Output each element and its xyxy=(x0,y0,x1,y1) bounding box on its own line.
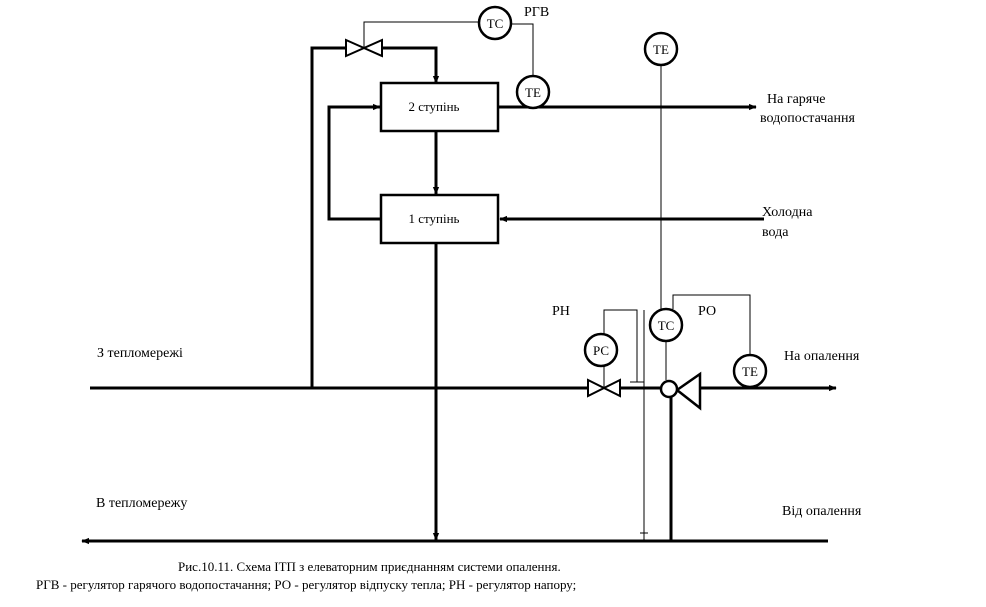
stage-loop-line xyxy=(327,103,381,221)
stage2-label: 2 ступінь xyxy=(409,99,460,114)
stage1-label: 1 ступінь xyxy=(409,211,460,226)
rs-circle xyxy=(583,332,619,368)
from-network-label: З тепломережі xyxy=(97,346,183,361)
te-rgv-label: ТЕ xyxy=(525,85,541,100)
rn-valve xyxy=(587,378,621,398)
cold-water-label-2: вода xyxy=(762,225,789,240)
te-ro-label: ТЕ xyxy=(742,364,758,379)
tc-rgv-circle xyxy=(477,5,513,41)
to-heating-label: На опалення xyxy=(784,349,860,364)
cold-water-label-1: Холодна xyxy=(762,205,813,220)
rgv-control-lines xyxy=(363,21,534,76)
ro-label: РО xyxy=(698,304,716,319)
caption-line-1: Рис.10.11. Схема ІТП з елеваторним приєд… xyxy=(178,559,561,574)
caption-line-2: РГВ - регулятор гарячого водопостачання;… xyxy=(36,577,576,592)
hot-water-label-1: На гаряче xyxy=(767,92,825,107)
te-top-circle xyxy=(643,31,679,67)
tc-ro-circle xyxy=(648,307,684,343)
tc-rgv-label: ТС xyxy=(487,16,504,31)
ro-control-lines xyxy=(665,294,751,380)
te-rgv-circle xyxy=(515,74,551,110)
te-ro-circle xyxy=(732,353,768,389)
hot-water-branch xyxy=(310,46,440,388)
from-heating-label: Від опалення xyxy=(782,504,862,519)
tc-ro-label: ТС xyxy=(658,318,675,333)
rgv-label: РГВ xyxy=(524,5,549,20)
rs-label: РС xyxy=(593,343,609,358)
rn-label: РН xyxy=(552,304,570,319)
hot-water-label-2: водопостачання xyxy=(760,111,855,126)
te-top-label: ТЕ xyxy=(653,42,669,57)
rn-control-lines xyxy=(603,309,648,541)
rgv-valve xyxy=(345,38,383,58)
to-network-label: В тепломережу xyxy=(96,496,187,511)
elevator xyxy=(659,371,702,411)
